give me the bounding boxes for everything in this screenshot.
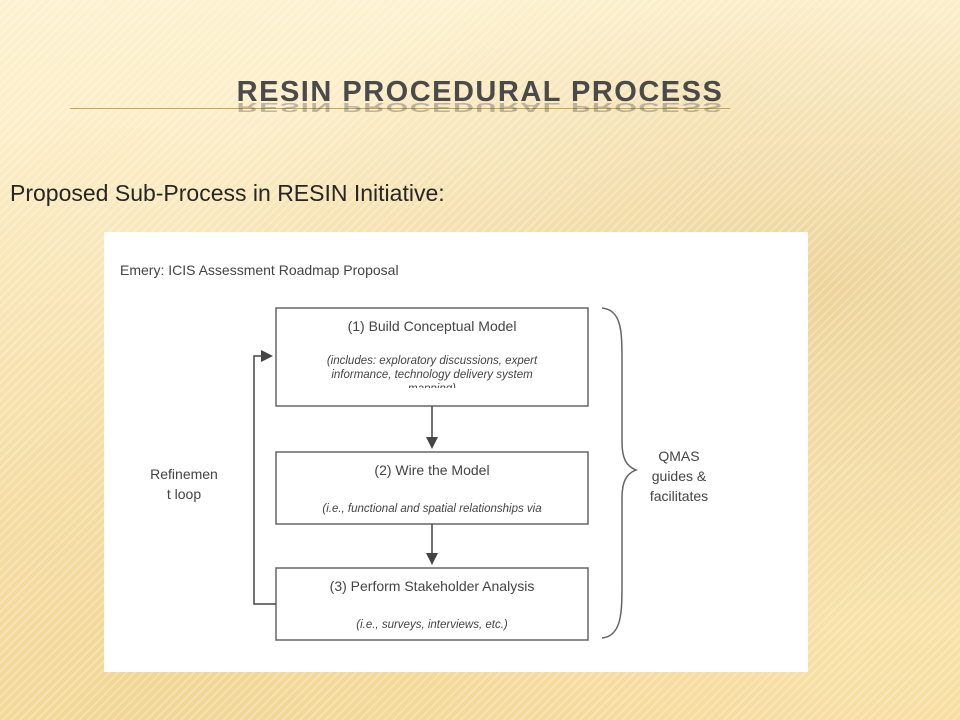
qmas-label-line: QMAS — [658, 448, 700, 464]
roadmap-diagram: Emery: ICIS Assessment Roadmap Proposal … — [104, 232, 808, 672]
step-1-desc: (includes: exploratory discussions, expe… — [277, 354, 587, 388]
diagram-lines — [253, 307, 639, 641]
step-1-desc-line: informance, technology delivery system — [331, 369, 533, 381]
step-1-desc-line: (includes: exploratory discussions, expe… — [326, 355, 538, 367]
title-divider — [70, 108, 730, 109]
qmas-label: QMAS guides & facilitates — [634, 446, 724, 506]
refinement-loop-label-line: Refinemen — [150, 466, 218, 482]
refinement-loop-label: Refinemen t loop — [144, 464, 224, 504]
step-3-title: (3) Perform Stakeholder Analysis — [329, 578, 535, 594]
step-1-title: (1) Build Conceptual Model — [347, 318, 517, 334]
step-3-desc: (i.e., surveys, interviews, etc.) — [356, 619, 508, 631]
qmas-label-line: facilitates — [649, 488, 709, 504]
step-1-desc-line: mapping) — [277, 382, 587, 388]
slide-title: RESIN PROCEDURAL PROCESS — [236, 76, 724, 108]
qmas-label-line: guides & — [651, 468, 707, 484]
step-box-2 — [275, 451, 589, 525]
refinement-loop-label-line: t loop — [166, 486, 202, 502]
refinement-loop-arrow — [253, 350, 276, 605]
step-box-3 — [275, 567, 589, 641]
qmas-brace — [601, 307, 639, 639]
diagram-header: Emery: ICIS Assessment Roadmap Proposal — [120, 262, 399, 278]
slide-title-area: RESIN PROCEDURAL PROCESS RESIN PROCEDURA… — [0, 70, 960, 120]
step-2-desc: (i.e., functional and spatial relationsh… — [322, 503, 542, 515]
step-2-title: (2) Wire the Model — [374, 462, 490, 478]
slide-subtitle: Proposed Sub-Process in RESIN Initiative… — [10, 180, 445, 206]
